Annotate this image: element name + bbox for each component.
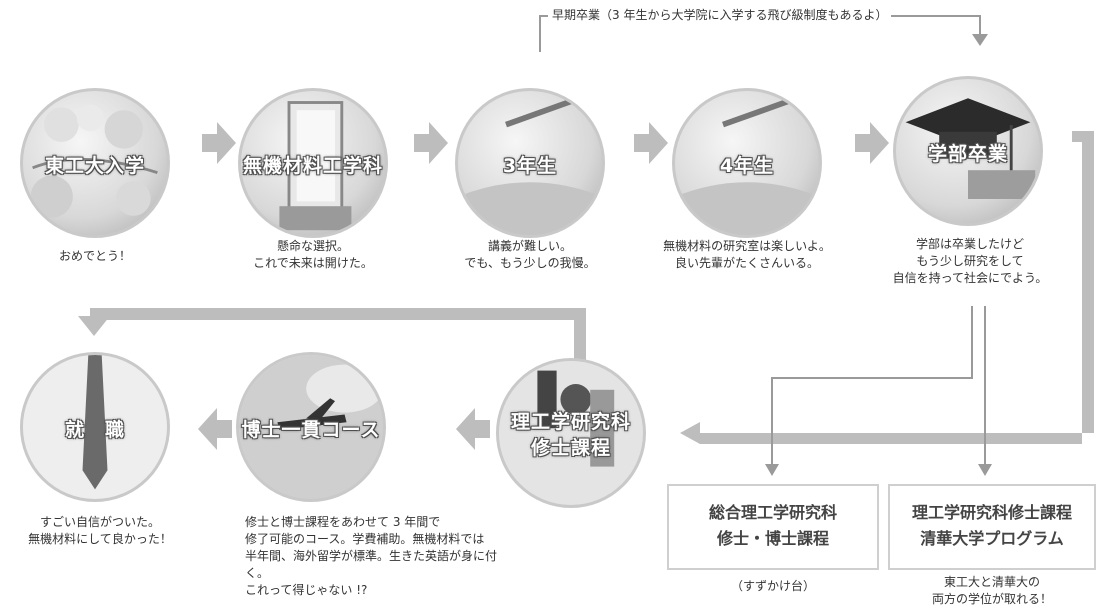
integrated-arrowhead: [765, 464, 779, 476]
arrow-4th-year-to-graduation: [855, 122, 889, 164]
stage-bachelor-graduation: 学部卒業: [893, 76, 1043, 226]
stage-entrance-caption: おめでとう！: [58, 249, 131, 263]
stage-employment-caption: すごい自信がついた。 無機材料にして良かった！: [28, 515, 172, 546]
stage-department-caption: 懸命な選択。 これで未来は開けた。: [253, 239, 373, 270]
stage-3rd-year: 3年生: [455, 88, 605, 238]
stage-4th-year-caption: 無機材料の研究室は楽しいよ。 良い先輩がたくさんいる。: [663, 239, 831, 270]
stage-masters: 理工学研究科 修士課程: [496, 358, 646, 508]
stage-employment-title: 就 職: [64, 419, 125, 441]
stage-3rd-year-title: 3年生: [502, 155, 558, 177]
stage-entrance-title: 東工大入学: [44, 155, 145, 177]
microscope-icon: [499, 361, 643, 505]
stage-department: 無機材料工学科: [238, 88, 388, 238]
arrow-masters-to-doctoral: [456, 408, 490, 450]
arrow-3rd-to-4th-year: [634, 122, 668, 164]
stage-masters-title: 理工学研究科 修士課程: [510, 411, 631, 459]
stage-bachelor-graduation-caption: 学部は卒業したけど もう少し研究をして 自信を持って社会にでよう。: [892, 237, 1048, 285]
line-to-integrated-box: [771, 306, 973, 466]
stage-4th-year: 4年生: [672, 88, 822, 238]
open-door-icon: [279, 101, 352, 231]
arrow-department-to-3rd-year: [414, 122, 448, 164]
stage-3rd-year-caption: 講義が難しい。 でも、もう少しの我慢。: [464, 239, 596, 270]
arrow-doctoral-to-employment: [198, 408, 232, 450]
arrow-entrance-to-department: [202, 122, 236, 164]
stage-entrance: 東工大入学: [20, 88, 170, 238]
stage-doctoral: 博士一貫コース: [236, 352, 386, 502]
stage-bachelor-graduation-title: 学部卒業: [927, 143, 1008, 165]
box-integrated-caption: （すずかけ台）: [730, 579, 815, 593]
stage-doctoral-caption: 修士と博士課程をあわせて 3 年間で 修了可能のコース。学費補助。無機材料では …: [245, 515, 498, 597]
pencil-notebook-icon: [458, 97, 602, 235]
early-graduation-label: 早期卒業（3 年生から大学院に入学する飛び級制度もあるよ）: [548, 6, 892, 23]
airplane-icon: [239, 355, 383, 499]
early-graduation-arrowhead: [972, 34, 988, 46]
box-tsinghua-program: 理工学研究科修士課程 清華大学プログラム: [888, 484, 1096, 570]
stage-4th-year-title: 4年生: [719, 155, 775, 177]
stage-department-title: 無機材料工学科: [242, 155, 383, 177]
graduation-cap-icon: [905, 98, 1036, 199]
box-integrated-graduate: 総合理工学研究科 修士・博士課程: [667, 484, 879, 570]
shirt-tie-icon: [23, 355, 167, 499]
pencil-notebook-icon: [675, 97, 819, 235]
stage-employment: 就 職: [20, 352, 170, 502]
arrow-masters-to-employment: [78, 308, 586, 360]
stage-doctoral-title: 博士一貫コース: [241, 419, 381, 441]
tsinghua-arrowhead: [978, 464, 992, 476]
cherry-blossom-icon: [30, 104, 158, 218]
box-tsinghua-caption: 東工大と清華大の 両方の学位が取れる！: [931, 575, 1052, 606]
